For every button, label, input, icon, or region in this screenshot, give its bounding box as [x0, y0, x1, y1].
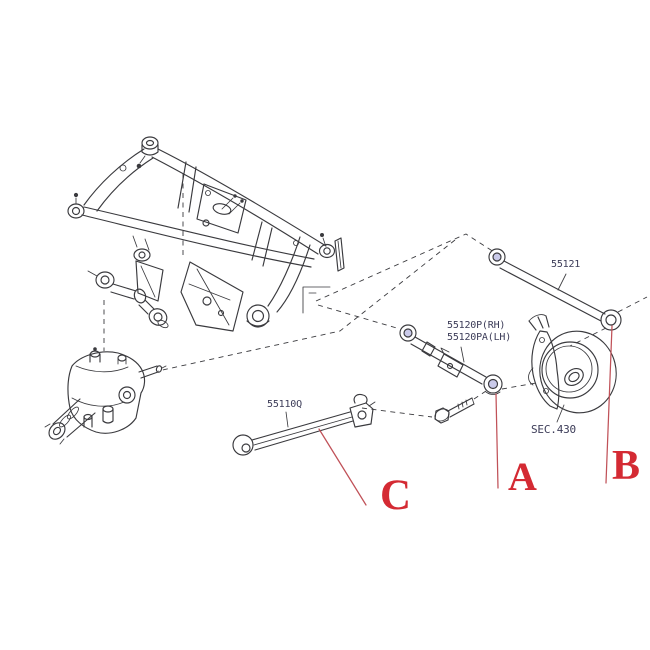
- subframe-drawing: [67, 136, 345, 332]
- marker-c: C: [380, 472, 412, 519]
- callout-line-c: [318, 428, 367, 506]
- brake-drum-drawing: [528, 314, 617, 423]
- lower-link-drawing: [232, 393, 376, 456]
- stabilizer-link-drawing: [87, 270, 169, 329]
- dashed-leader-lines: [103, 233, 648, 418]
- section-ref-label: SEC.430: [531, 423, 576, 436]
- part-label-55120p-rh: 55120P(RH): [447, 320, 506, 331]
- marker-a: A: [508, 454, 537, 499]
- callout-line-a: [495, 393, 499, 489]
- marker-callout-lines: [318, 325, 613, 506]
- bolt-drawing: [434, 397, 475, 424]
- position-bracket: [302, 286, 331, 314]
- part-label-55110q: 55110Q: [267, 399, 302, 410]
- callout-line-b: [605, 325, 613, 484]
- part-label-55121: 55121: [551, 259, 581, 270]
- part-label-55120pa-lh: 55120PA(LH): [447, 332, 512, 343]
- lateral-link-drawing: [399, 324, 503, 395]
- marker-b: B: [612, 443, 641, 489]
- differential-drawing: [44, 347, 167, 445]
- upper-link-drawing: [488, 248, 622, 331]
